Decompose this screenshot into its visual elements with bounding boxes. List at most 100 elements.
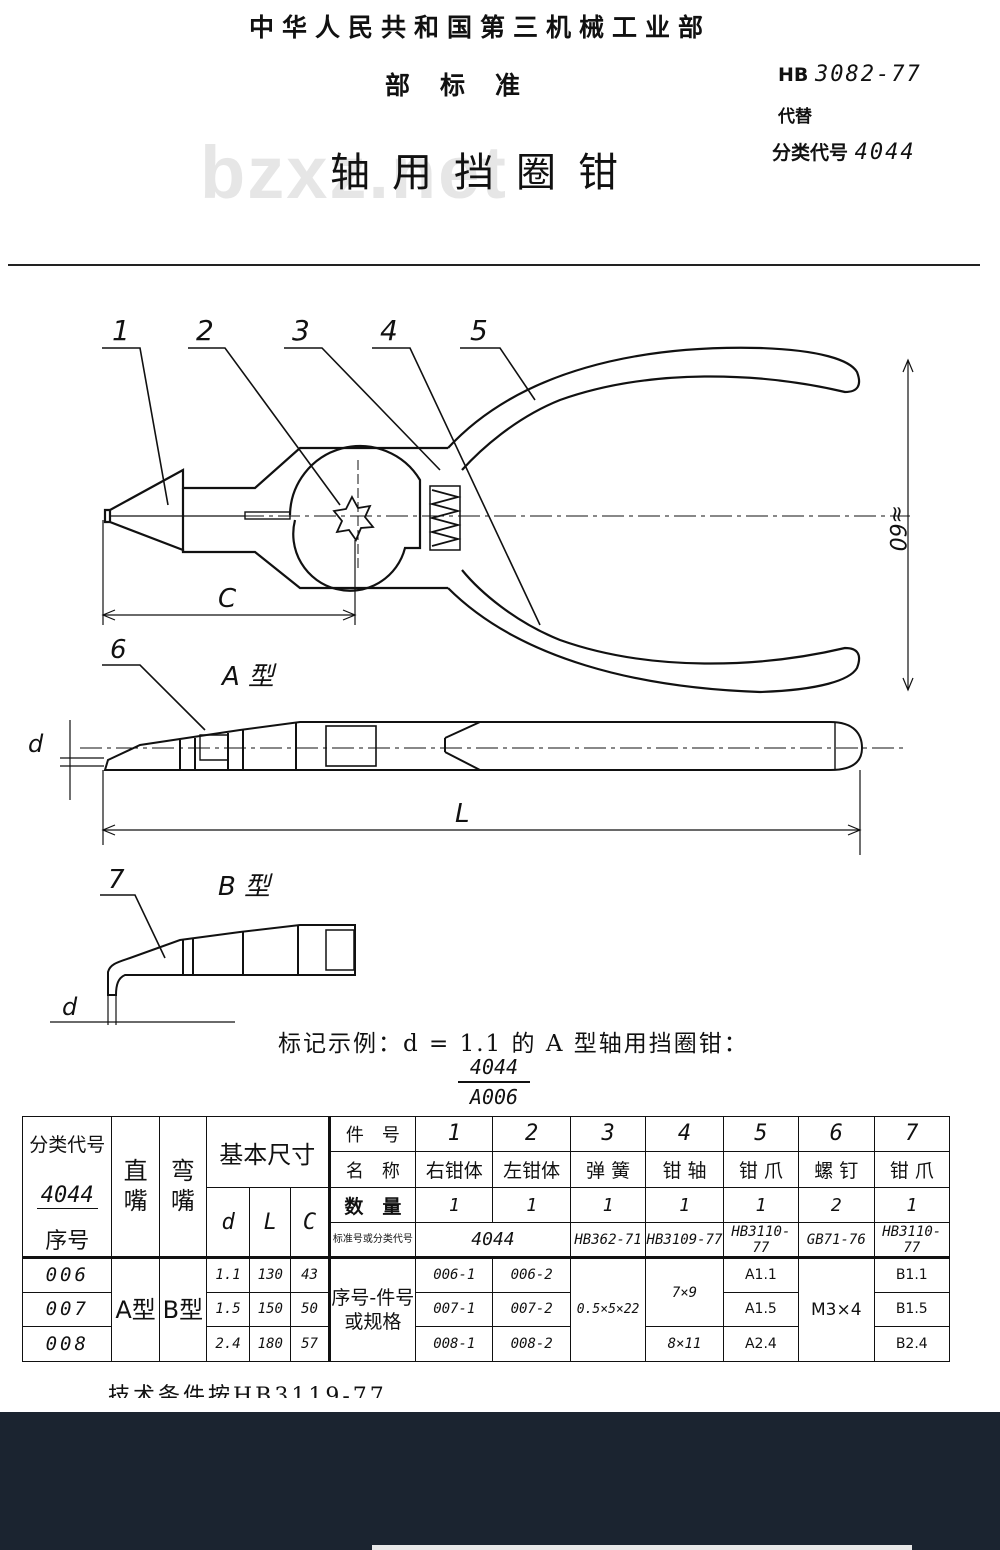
c-006: 43 <box>290 1255 330 1293</box>
col-c-header: C <box>290 1187 330 1258</box>
part-name-4: 钳 轴 <box>645 1150 724 1189</box>
callout-3: 3 <box>292 314 310 347</box>
specification-table: 分类代号 4044 直嘴 弯嘴 基本尺寸 件 号 1 2 3 4 5 6 7 名… <box>21 1115 950 1363</box>
dimension-d-a: d <box>28 730 44 758</box>
qty-4: 1 <box>645 1187 724 1224</box>
type-a-label: A 型 <box>220 662 277 692</box>
marking-example: 标记示例：d = 1.1 的 A 型轴用挡圈钳： <box>278 1031 749 1057</box>
callout-2: 4 <box>380 314 398 347</box>
part-no-7: 7 <box>873 1116 950 1152</box>
class-code-label: 分类代号 <box>772 142 849 164</box>
standard-code: 3082-77 <box>815 62 922 87</box>
shaft-spec-7x9: 7×9 <box>645 1255 724 1328</box>
l-007: 150 <box>249 1291 292 1328</box>
type-b-label: B 型 <box>218 872 273 902</box>
type-b-cell: B型 <box>158 1255 207 1363</box>
spring-spec: 0.5×5×22 <box>569 1255 647 1363</box>
d-006: 1.1 <box>205 1255 251 1293</box>
p5-008: A2.4 <box>722 1326 800 1362</box>
d-008: 2.4 <box>205 1326 251 1362</box>
part-no-5: 5 <box>722 1116 800 1152</box>
seq-007: 007 <box>21 1291 113 1328</box>
table-row: 008 2.4 180 57 008-1 008-2 8×11 A2.4 B2.… <box>21 1326 950 1362</box>
upper-handle-outline <box>447 346 861 471</box>
callout-7: 7 <box>108 865 125 895</box>
seq-header: 序号 <box>21 1222 113 1258</box>
height-dimension: ≈60 <box>884 505 909 551</box>
l-006: 130 <box>249 1255 292 1293</box>
c-008: 57 <box>290 1326 330 1362</box>
col-d-header: d <box>205 1187 251 1258</box>
watermark: bzxz.net <box>200 131 508 214</box>
standard-number: HB 3082-77 <box>778 62 922 87</box>
std-code-screw: GB71-76 <box>798 1222 875 1258</box>
part-no-header: 件 号 <box>327 1116 417 1152</box>
callout-5: 1 <box>112 314 130 347</box>
name-header: 名 称 <box>327 1150 417 1189</box>
qty-6: 2 <box>798 1187 875 1224</box>
qty-3: 1 <box>569 1187 647 1224</box>
part-name-5: 钳 爪 <box>722 1150 800 1189</box>
p2-006: 006-2 <box>492 1255 571 1293</box>
technical-conditions-note: 技术条件按HB3119-77 <box>108 1384 387 1398</box>
spring <box>428 489 462 547</box>
part-no-3: 3 <box>569 1116 647 1152</box>
std-code-jaw: HB3110-77 <box>722 1222 800 1258</box>
viewer-bottom-bar <box>372 1545 912 1550</box>
class-code-4044: 4044 <box>36 1183 98 1210</box>
d-007: 1.5 <box>205 1291 251 1328</box>
table-row: 006 A型 B型 1.1 130 43 序号-件号或规格 006-1 006-… <box>21 1255 950 1363</box>
screw-spec: M3×4 <box>798 1255 875 1363</box>
bent-jaw-header: 弯嘴 <box>158 1116 207 1258</box>
part-name-7: 钳 爪 <box>873 1150 950 1189</box>
dimension-l: L <box>455 799 470 829</box>
qty-1: 1 <box>415 1187 494 1224</box>
class-code-header: 分类代号 4044 <box>21 1115 113 1223</box>
callout-6: 6 <box>110 635 127 665</box>
type-b-outline <box>107 924 356 996</box>
p2-008: 008-2 <box>492 1326 571 1362</box>
part-name-2: 左钳体 <box>492 1150 571 1189</box>
part-name-3: 弹 簧 <box>569 1150 647 1189</box>
p5-006: A1.1 <box>722 1255 800 1293</box>
lower-handle-outline <box>447 569 861 694</box>
p2-007: 007-2 <box>492 1291 571 1328</box>
qty-2: 1 <box>492 1187 571 1224</box>
p1-007: 007-1 <box>415 1291 494 1328</box>
part-no-4: 4 <box>645 1116 724 1152</box>
p7-008: B2.4 <box>873 1326 950 1362</box>
table-row: 007 1.5 150 50 007-1 007-2 A1.5 B1.5 <box>21 1291 950 1328</box>
marking-code: 4044 A006 <box>458 1055 530 1109</box>
replaces-label: 代替 <box>778 107 812 127</box>
shaft-spec-8x11: 8×11 <box>645 1326 724 1362</box>
std-code-4044: 4044 <box>415 1222 571 1258</box>
pliers-drawing: 1 2 3 4 5 ≈60 C 6 A 型 d <box>28 314 914 1025</box>
class-code-value: 4044 <box>854 140 916 165</box>
qty-7: 1 <box>873 1187 950 1224</box>
star-shaft <box>332 495 375 542</box>
c-007: 50 <box>290 1291 330 1328</box>
seq-008: 008 <box>21 1326 113 1362</box>
type-a-cell: A型 <box>111 1255 160 1363</box>
standard-prefix: HB <box>778 64 809 86</box>
header-divider <box>8 264 980 266</box>
col-l-header: L <box>249 1187 292 1258</box>
std-code-shaft: HB3109-77 <box>645 1222 724 1258</box>
p5-007: A1.5 <box>722 1291 800 1328</box>
part-name-6: 螺 钉 <box>798 1150 875 1189</box>
dimension-c: C <box>218 584 237 614</box>
callout-1: 5 <box>470 314 488 347</box>
spec-header: 序号-件号或规格 <box>327 1255 417 1363</box>
part-no-1: 1 <box>415 1116 494 1152</box>
callout-4: 2 <box>196 314 214 347</box>
p1-008: 008-1 <box>415 1326 494 1362</box>
marking-numerator: 4044 <box>458 1055 530 1083</box>
basic-dims-header: 基本尺寸 <box>205 1115 330 1189</box>
p7-006: B1.1 <box>873 1255 950 1293</box>
seq-006: 006 <box>21 1255 113 1293</box>
part-no-6: 6 <box>798 1116 875 1152</box>
standard-type: 部标准 <box>385 71 551 100</box>
std-code-header: 标准号或分类代号 <box>327 1222 417 1258</box>
pivot-boss <box>288 444 422 592</box>
straight-jaw-header: 直嘴 <box>111 1116 160 1258</box>
